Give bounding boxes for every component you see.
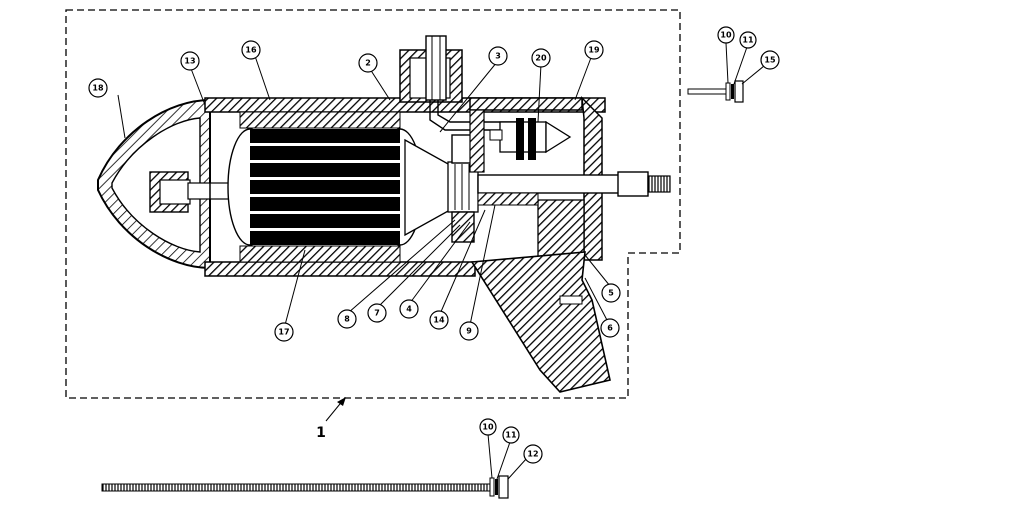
callout-20: 20 xyxy=(531,48,551,68)
callout-9: 9 xyxy=(459,321,479,341)
callout-label: 2 xyxy=(365,59,371,68)
long-bolt xyxy=(101,475,509,499)
leader-lines xyxy=(117,42,765,480)
callout-10-lower: 10 xyxy=(479,418,497,436)
output-shaft xyxy=(477,171,671,206)
callout-label: 8 xyxy=(344,315,350,324)
brush-holder xyxy=(489,118,572,160)
callout-8: 8 xyxy=(337,309,357,329)
terminal-connector xyxy=(399,35,520,131)
commutator xyxy=(404,134,481,243)
callout-5: 5 xyxy=(601,283,621,303)
callout-label: 18 xyxy=(92,84,104,93)
callout-label: 5 xyxy=(608,289,614,298)
callout-label: 11 xyxy=(505,431,517,440)
assembly-boundary xyxy=(65,9,681,399)
callout-17: 17 xyxy=(274,322,294,342)
callout-label: 12 xyxy=(527,450,538,459)
callout-label: 14 xyxy=(433,316,445,325)
callout-11-upper: 11 xyxy=(739,31,757,49)
mounting-bracket xyxy=(470,251,611,393)
callout-label: 13 xyxy=(184,57,195,66)
callout-16: 16 xyxy=(241,40,261,60)
callout-label: 16 xyxy=(245,46,257,55)
callout-11-lower: 11 xyxy=(502,426,520,444)
callout-label: 6 xyxy=(607,324,613,333)
callout-label: 15 xyxy=(764,56,776,65)
callout-7: 7 xyxy=(367,303,387,323)
callout-19: 19 xyxy=(584,40,604,60)
callout-label: 3 xyxy=(495,52,501,61)
callout-label: 10 xyxy=(720,31,732,40)
callout-18: 18 xyxy=(88,78,108,98)
callout-label: 19 xyxy=(588,46,600,55)
callout-10-upper: 10 xyxy=(717,26,735,44)
nose-cone xyxy=(97,98,211,270)
callout-label: 4 xyxy=(406,305,412,314)
callout-label: 10 xyxy=(482,423,494,432)
callout-label: 9 xyxy=(466,327,472,336)
short-bolt xyxy=(687,80,744,103)
callout-label: 20 xyxy=(535,54,547,63)
callout-label: 11 xyxy=(742,36,754,45)
callout-15: 15 xyxy=(760,50,780,70)
callout-12: 12 xyxy=(523,444,543,464)
callout-14: 14 xyxy=(429,310,449,330)
armature xyxy=(227,128,423,246)
arrow-head-1 xyxy=(337,397,346,406)
callout-3: 3 xyxy=(488,46,508,66)
callout-4: 4 xyxy=(399,299,419,319)
callout-2: 2 xyxy=(358,53,378,73)
callout-label: 7 xyxy=(374,309,380,318)
callout-label: 17 xyxy=(278,328,289,337)
callout-13: 13 xyxy=(180,51,200,71)
assembly-label: 1 xyxy=(316,425,326,441)
callout-6: 6 xyxy=(600,318,620,338)
